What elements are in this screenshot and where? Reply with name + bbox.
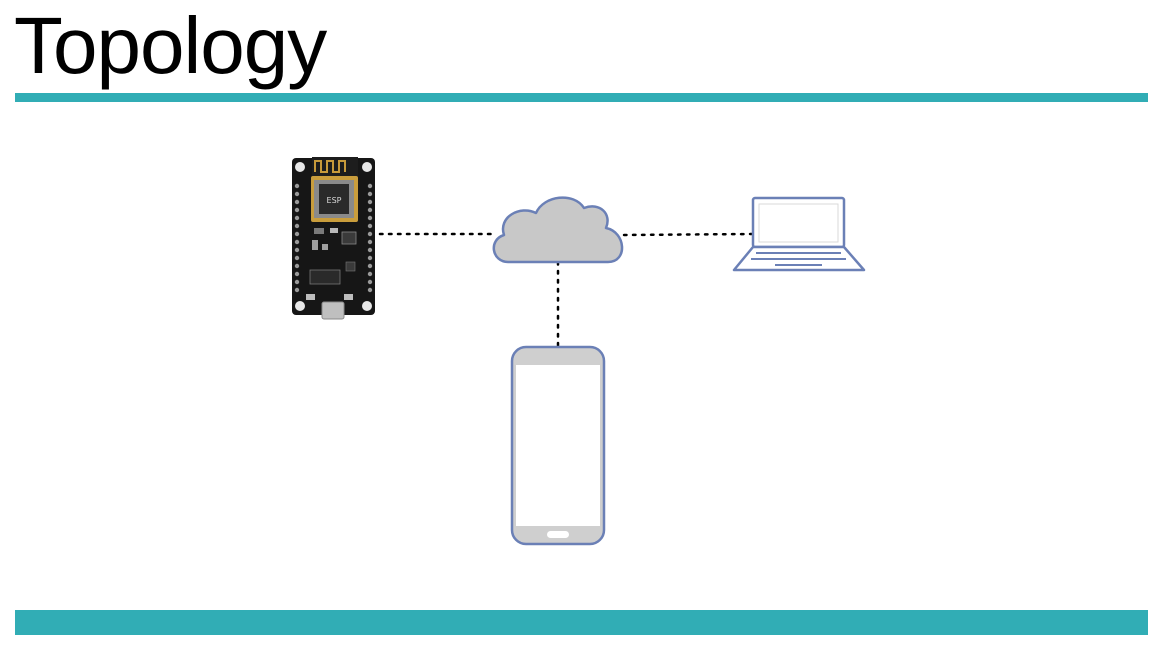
page-title: Topology (14, 1, 327, 90)
svg-text:ESP: ESP (327, 196, 342, 205)
title-divider (15, 93, 1148, 102)
cloud-icon (492, 196, 624, 264)
microcontroller-board-icon: ESP (292, 157, 375, 320)
smartphone-icon (510, 345, 606, 546)
footer-bar (15, 610, 1148, 635)
link-cloud-laptop (622, 232, 754, 237)
laptop-icon (732, 196, 866, 272)
